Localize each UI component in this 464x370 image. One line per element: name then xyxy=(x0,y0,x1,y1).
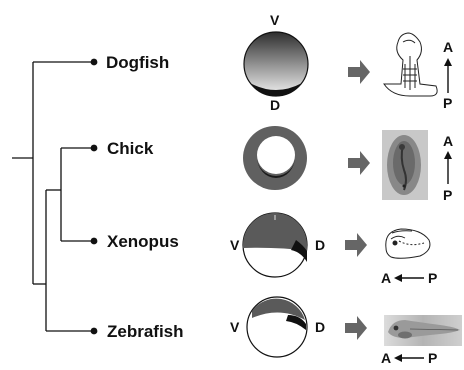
chick-embryo-diagram xyxy=(243,126,307,190)
xenopus-dorsal-letter: D xyxy=(315,238,325,252)
tree-node-dogfish xyxy=(91,59,98,66)
chick-posterior-letter: P xyxy=(443,188,452,202)
xenopus-embryo-diagram xyxy=(243,213,307,277)
zebrafish-posterior-letter: P xyxy=(428,351,437,365)
zebrafish-embryo-diagram xyxy=(247,297,307,357)
ap-axis-arrow-xenopus xyxy=(394,274,424,282)
arrow-dogfish xyxy=(348,60,370,84)
chick-anterior-letter: A xyxy=(443,134,453,148)
tree-node-zebrafish xyxy=(91,328,98,335)
tree-node-xenopus xyxy=(91,238,98,245)
tree-node-chick xyxy=(91,145,98,152)
zebrafish-embryo-photo xyxy=(384,315,462,346)
xenopus-posterior-letter: P xyxy=(428,271,437,285)
ap-axis-arrow-zebrafish xyxy=(394,354,424,362)
dogfish-ventral-letter: V xyxy=(270,13,279,27)
ap-axis-arrow-dogfish xyxy=(444,58,452,93)
zebrafish-anterior-letter: A xyxy=(381,351,391,365)
dogfish-posterior-letter: P xyxy=(443,96,452,110)
ap-axis-arrow-chick xyxy=(444,151,452,184)
species-label-xenopus: Xenopus xyxy=(107,233,179,250)
phylogenetic-tree xyxy=(12,62,93,331)
chick-embryo-photo xyxy=(382,130,428,200)
dogfish-anterior-letter: A xyxy=(443,40,453,54)
species-label-dogfish: Dogfish xyxy=(106,54,169,71)
xenopus-ventral-letter: V xyxy=(230,238,239,252)
dogfish-dorsal-letter: D xyxy=(270,98,280,112)
dogfish-embryo-drawing xyxy=(384,33,437,96)
dogfish-embryo-diagram xyxy=(244,32,308,96)
zebrafish-dorsal-letter: D xyxy=(315,320,325,334)
zebrafish-ventral-letter: V xyxy=(230,320,239,334)
arrow-zebrafish xyxy=(345,316,367,340)
arrow-xenopus xyxy=(345,233,367,257)
species-label-zebrafish: Zebrafish xyxy=(107,323,184,340)
xenopus-anterior-letter: A xyxy=(381,271,391,285)
species-label-chick: Chick xyxy=(107,140,153,157)
arrow-chick xyxy=(348,151,370,175)
xenopus-embryo-drawing xyxy=(386,229,430,258)
